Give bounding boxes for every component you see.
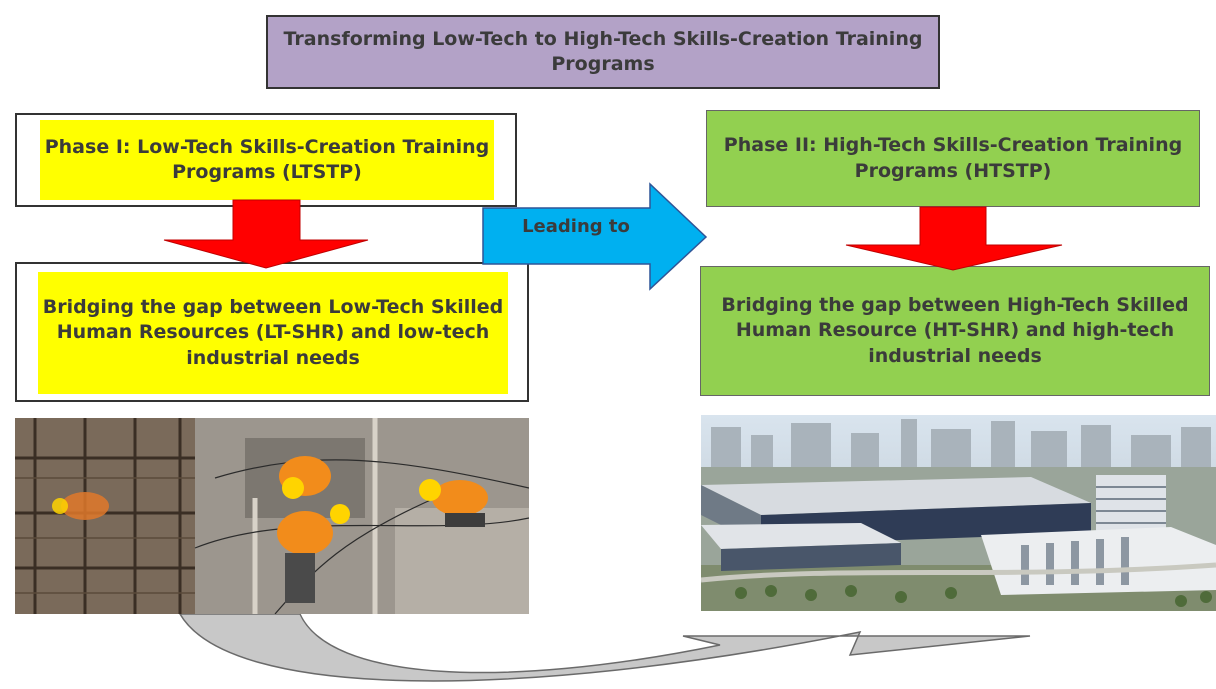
phase1-heading-text: Phase I: Low-Tech Skills-Creation Traini… <box>44 135 490 183</box>
phase2-outcome-text: Bridging the gap between High-Tech Skill… <box>721 294 1189 367</box>
diagram-title: Transforming Low-Tech to High-Tech Skill… <box>266 15 940 89</box>
curved-transition-arrow <box>178 613 1031 682</box>
phase2-down-arrow <box>845 206 1063 271</box>
leading-to-label: Leading to <box>522 216 630 237</box>
high-tech-industrial-park-photo <box>701 415 1216 611</box>
phase1-heading-box: Phase I: Low-Tech Skills-Creation Traini… <box>40 120 494 200</box>
construction-workers-photo <box>15 418 529 614</box>
diagram-title-text: Transforming Low-Tech to High-Tech Skill… <box>283 27 923 75</box>
phase2-heading-text: Phase II: High-Tech Skills-Creation Trai… <box>723 134 1183 182</box>
phase1-down-arrow <box>163 199 369 269</box>
phase1-outcome-text: Bridging the gap between Low-Tech Skille… <box>42 296 504 369</box>
phase2-outcome-box: Bridging the gap between High-Tech Skill… <box>700 266 1210 396</box>
phase2-heading-box: Phase II: High-Tech Skills-Creation Trai… <box>706 110 1200 207</box>
leading-to-arrow <box>482 182 708 291</box>
phase1-outcome-box: Bridging the gap between Low-Tech Skille… <box>38 272 508 394</box>
